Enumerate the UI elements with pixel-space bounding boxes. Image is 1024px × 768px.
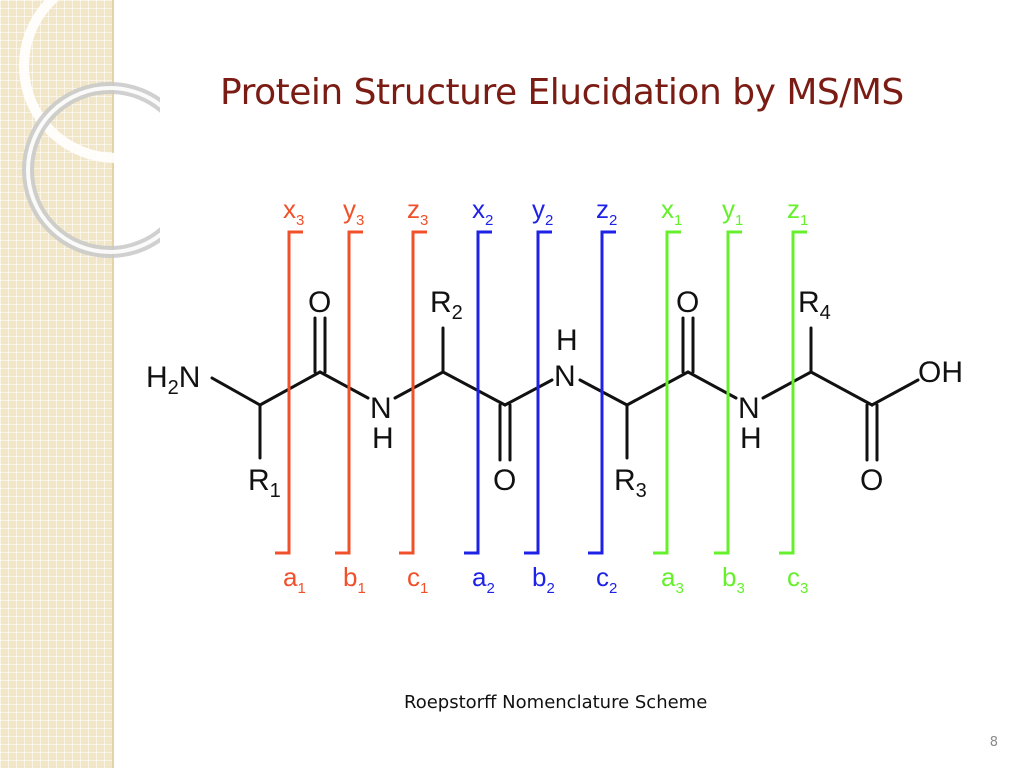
ion-label-y1: y1 — [722, 194, 743, 229]
decorative-rings — [19, 0, 160, 258]
ion-label-z2: z2 — [596, 194, 617, 229]
amide-hydrogen-1: H — [372, 422, 394, 455]
ion-label-x1: x1 — [661, 194, 682, 229]
r4-label: R4 — [798, 286, 831, 324]
decorative-ring-large — [19, 0, 160, 163]
ion-label-a1: a1 — [283, 562, 306, 597]
amide-nitrogen-3: N — [738, 392, 760, 425]
ion-label-b3: b3 — [722, 562, 745, 597]
ion-label-c3: c3 — [787, 562, 808, 597]
r3-label: R3 — [614, 464, 647, 502]
ion-label-y3: y3 — [343, 194, 364, 229]
amide-nitrogen-2: N — [554, 360, 576, 393]
carbonyl-oxygen-3: O — [676, 286, 699, 319]
decorative-ring-highlight — [26, 86, 160, 254]
r1-label: R1 — [248, 464, 281, 502]
amide-hydrogen-2: H — [556, 324, 578, 357]
cleavage-bracket — [653, 230, 681, 555]
ion-label-c1: c1 — [407, 562, 428, 597]
ion-label-b2: b2 — [532, 562, 555, 597]
ion-label-z1: z1 — [787, 194, 808, 229]
cleavage-bracket — [779, 230, 807, 555]
c-terminus-label: OH — [918, 356, 963, 389]
decorative-side-panel — [0, 0, 114, 768]
ion-label-y2: y2 — [532, 194, 553, 229]
r2-label: R2 — [430, 286, 463, 324]
cleavage-bracket — [335, 230, 363, 555]
amide-hydrogen-3: H — [740, 422, 762, 455]
fragment-brackets: x3 a1 y3 b1 z3 c1 x2 a2 y2 b2 z2 c2 x1 a3 y1 b3 z1 c3 — [275, 194, 808, 597]
cleavage-bracket — [588, 230, 616, 555]
cleavage-bracket — [714, 230, 742, 555]
ion-label-b1: b1 — [343, 562, 366, 597]
cleavage-bracket — [399, 230, 427, 555]
n-terminus-label: H2N — [146, 361, 200, 399]
carbonyl-oxygen-1: O — [308, 286, 331, 319]
figure-caption: Roepstorff Nomenclature Scheme — [404, 692, 708, 713]
ion-label-x3: x3 — [283, 194, 304, 229]
ion-label-a2: a2 — [472, 562, 495, 597]
ion-label-z3: z3 — [407, 194, 428, 229]
ion-label-c2: c2 — [596, 562, 617, 597]
amide-nitrogen-1: N — [370, 392, 392, 425]
page-number: 8 — [989, 735, 998, 750]
ion-label-a3: a3 — [661, 562, 684, 597]
cleavage-bracket — [524, 230, 552, 555]
ion-label-x2: x2 — [472, 194, 493, 229]
slide-title: Protein Structure Elucidation by MS/MS — [220, 72, 904, 113]
carbonyl-oxygen-2: O — [493, 464, 516, 497]
cleavage-bracket — [464, 230, 492, 555]
carbonyl-oxygen-4: O — [860, 464, 883, 497]
cleavage-bracket — [275, 230, 303, 555]
